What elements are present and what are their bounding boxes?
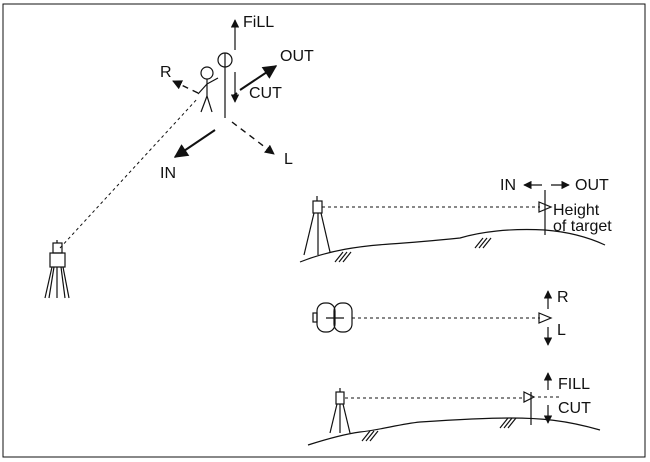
label-cut: CUT — [558, 400, 591, 417]
ground-line — [299, 228, 606, 263]
plan-view-r-l: R L — [312, 289, 569, 346]
diagram-border — [2, 3, 646, 458]
side-view-in-out: IN OUT Height of target — [299, 177, 612, 263]
right-arrow — [172, 80, 199, 94]
label-l: L — [557, 322, 566, 339]
elevation-view-fill-cut: FILL CUT — [307, 372, 601, 446]
label-cut: CUT — [249, 85, 282, 102]
out-dash-segment — [232, 92, 238, 97]
ground-line — [307, 417, 601, 446]
label-fill: FILL — [558, 376, 590, 393]
surveyor-figure-icon — [197, 66, 219, 113]
ground-hatch — [334, 237, 492, 263]
prism-pole-icon — [217, 52, 233, 118]
total-station-top-icon — [312, 302, 353, 333]
label-r: R — [160, 64, 172, 81]
target-prism-icon — [538, 312, 553, 324]
in-arrow — [173, 129, 216, 158]
label-height: Height — [553, 202, 600, 219]
target-prism-icon — [538, 190, 553, 235]
label-out: OUT — [280, 48, 314, 65]
label-fill: FiLL — [243, 14, 274, 31]
label-of-target: of target — [553, 218, 612, 235]
perspective-view: FiLL OUT CUT R L IN — [44, 14, 314, 299]
total-station-icon — [329, 388, 351, 434]
label-in: IN — [160, 165, 176, 182]
ground-hatch — [361, 417, 517, 442]
total-station-icon — [44, 240, 70, 299]
target-prism-icon — [523, 391, 536, 425]
total-station-icon — [303, 196, 331, 256]
label-l: L — [284, 151, 293, 168]
label-r: R — [557, 289, 569, 306]
sight-line-dashed — [59, 97, 199, 249]
label-out: OUT — [575, 177, 609, 194]
label-in: IN — [500, 177, 516, 194]
out-arrow — [239, 65, 278, 91]
left-arrow — [231, 121, 275, 155]
